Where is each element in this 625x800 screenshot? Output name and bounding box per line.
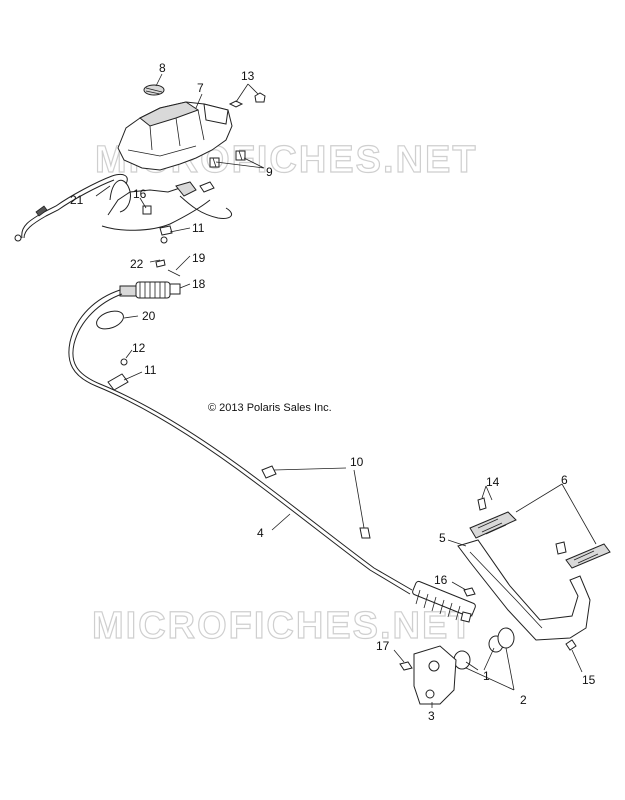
callout-2: 2 [520,693,527,707]
callout-6: 6 [561,473,568,487]
cable-adjuster [119,281,181,299]
callout-labels: 8 7 13 9 16 21 11 22 19 18 20 12 11 10 4… [70,61,596,723]
callout-5: 5 [439,531,446,545]
copyright-text: © 2013 Polaris Sales Inc. [208,402,332,414]
nut-16-lower [463,587,476,597]
cotter-pin-19 [167,269,181,277]
callout-9: 9 [266,165,273,179]
callout-20: 21 [70,193,84,207]
pivot-bracket [413,645,457,705]
callout-11-lower: 11 [144,363,157,377]
housing-cover [117,101,233,171]
lower-cable-end [412,580,476,623]
callout-14: 13 [241,69,255,83]
leader-lines [95,73,597,708]
callout-12: 15 [582,673,596,687]
callout-16-lower: 16 [434,573,448,587]
callout-1: 1 [483,669,490,683]
bolt-15 [477,497,487,511]
callout-21: 20 [142,309,156,323]
callout-4: 4 [257,526,264,540]
bolt-12 [565,639,577,651]
callout-17: 17 [376,639,390,653]
callout-3: 3 [428,709,435,723]
callout-16-upper: 16 [133,187,147,201]
callout-8: 8 [159,61,166,75]
upper-linkage [101,179,233,244]
callout-11-upper: 11 [192,221,205,235]
callout-13: 12 [132,341,146,355]
main-brake-cable [68,289,413,595]
callout-15: 14 [486,475,500,489]
callout-18: 18 [192,277,206,291]
callout-22: 22 [130,257,144,271]
o-ring-21 [96,310,124,330]
screw-pair-14 [228,92,266,108]
callout-19: 19 [192,251,206,265]
watermark-bottom: MICROFICHES.NET [92,605,475,647]
brake-pedal-lever [457,539,591,641]
pedal-pad-pair [469,511,611,569]
nut-17 [399,661,413,671]
pin-22 [155,259,166,268]
callout-10: 10 [350,455,364,469]
callout-7: 7 [197,81,204,95]
grommet [143,84,165,96]
upper-cable-20 [14,173,128,242]
